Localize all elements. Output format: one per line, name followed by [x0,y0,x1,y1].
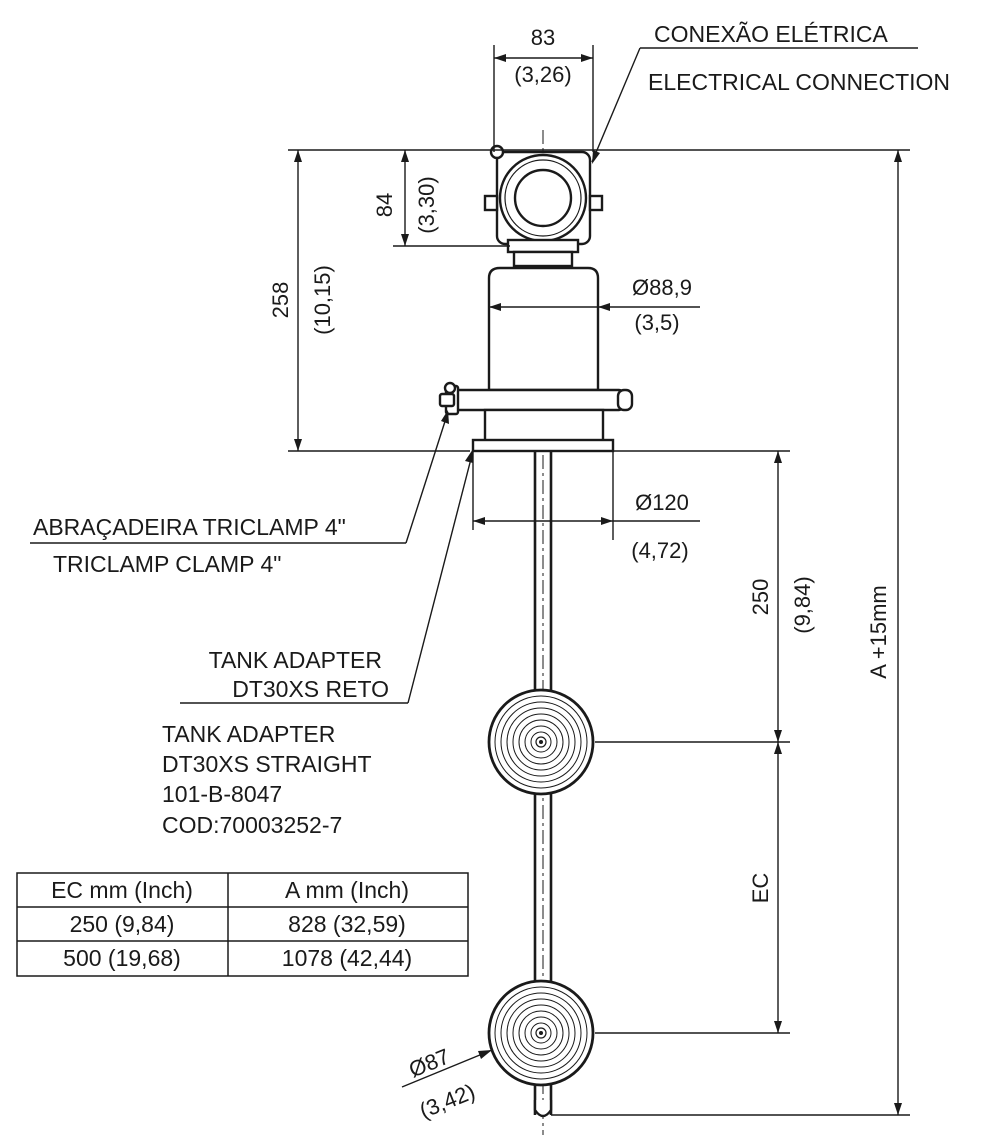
dim-first-float-in: (9,84) [790,576,815,633]
dim-top-width [493,45,594,152]
callout-adapter-en-line1: TANK ADAPTER [162,721,335,747]
transmitter-head [483,144,604,268]
dim-float-dia [401,1049,493,1088]
dim-first-float [595,450,790,743]
callout-electrical-leader [591,47,918,164]
dim-total-length-label: A +15mm [866,585,891,679]
callout-adapter-pt-line2: DT30XS RETO [232,676,389,702]
dim-first-float-mm: 250 [748,579,773,616]
dim-float-spacing [595,742,790,1034]
callout-adapter-pt-line1: TANK ADAPTER [209,647,382,673]
dim-flange-dia [472,451,700,540]
dim-top-width-mm: 83 [531,25,555,50]
dim-overall-head-mm: 258 [268,282,293,319]
table-header-ec: EC mm (Inch) [51,877,193,903]
table-cell: 500 (19,68) [63,945,181,971]
part-number: 101-B-8047 [162,781,282,807]
dim-flange-dia-mm: Ø120 [635,490,689,515]
table-cell: 250 (9,84) [70,911,175,937]
callout-adapter-leader [180,449,474,704]
dim-overall-head [288,150,470,452]
dim-top-width-in: (3,26) [514,62,571,87]
callout-clamp-en: TRICLAMP CLAMP 4" [53,551,281,577]
dim-flange-dia-in: (4,72) [631,538,688,563]
float-lower [487,979,595,1087]
table-cell: 1078 (42,44) [282,945,412,971]
dim-head-height-mm: 84 [372,193,397,217]
callout-adapter-en-line2: DT30XS STRAIGHT [162,751,372,777]
dim-overall-head-in: (10,15) [310,265,335,335]
dim-housing-dia-mm: Ø88,9 [632,275,692,300]
dim-head-height [393,150,510,247]
housing-cylinder [487,266,600,392]
dim-total-length [551,150,910,1116]
table-header-a: A mm (Inch) [285,877,409,903]
callout-clamp-leader [30,410,449,544]
dim-housing-dia [489,303,700,311]
ec-table [16,872,469,977]
dim-float-spacing-label: EC [748,873,773,904]
dim-float-dia-in: (3,42) [416,1079,479,1124]
dim-housing-dia-in: (3,5) [634,310,679,335]
dim-float-dia-mm: Ø87 [405,1044,453,1083]
part-code: COD:70003252-7 [162,812,342,838]
callout-clamp-pt: ABRAÇADEIRA TRICLAMP 4" [33,514,346,540]
table-cell: 828 (32,59) [288,911,406,937]
callout-electrical-en: ELECTRICAL CONNECTION [648,69,950,95]
float-upper [487,688,595,796]
callout-electrical-pt: CONEXÃO ELÉTRICA [654,21,889,47]
dim-head-height-in: (3,30) [414,176,439,233]
triclamp-assembly [438,381,634,453]
